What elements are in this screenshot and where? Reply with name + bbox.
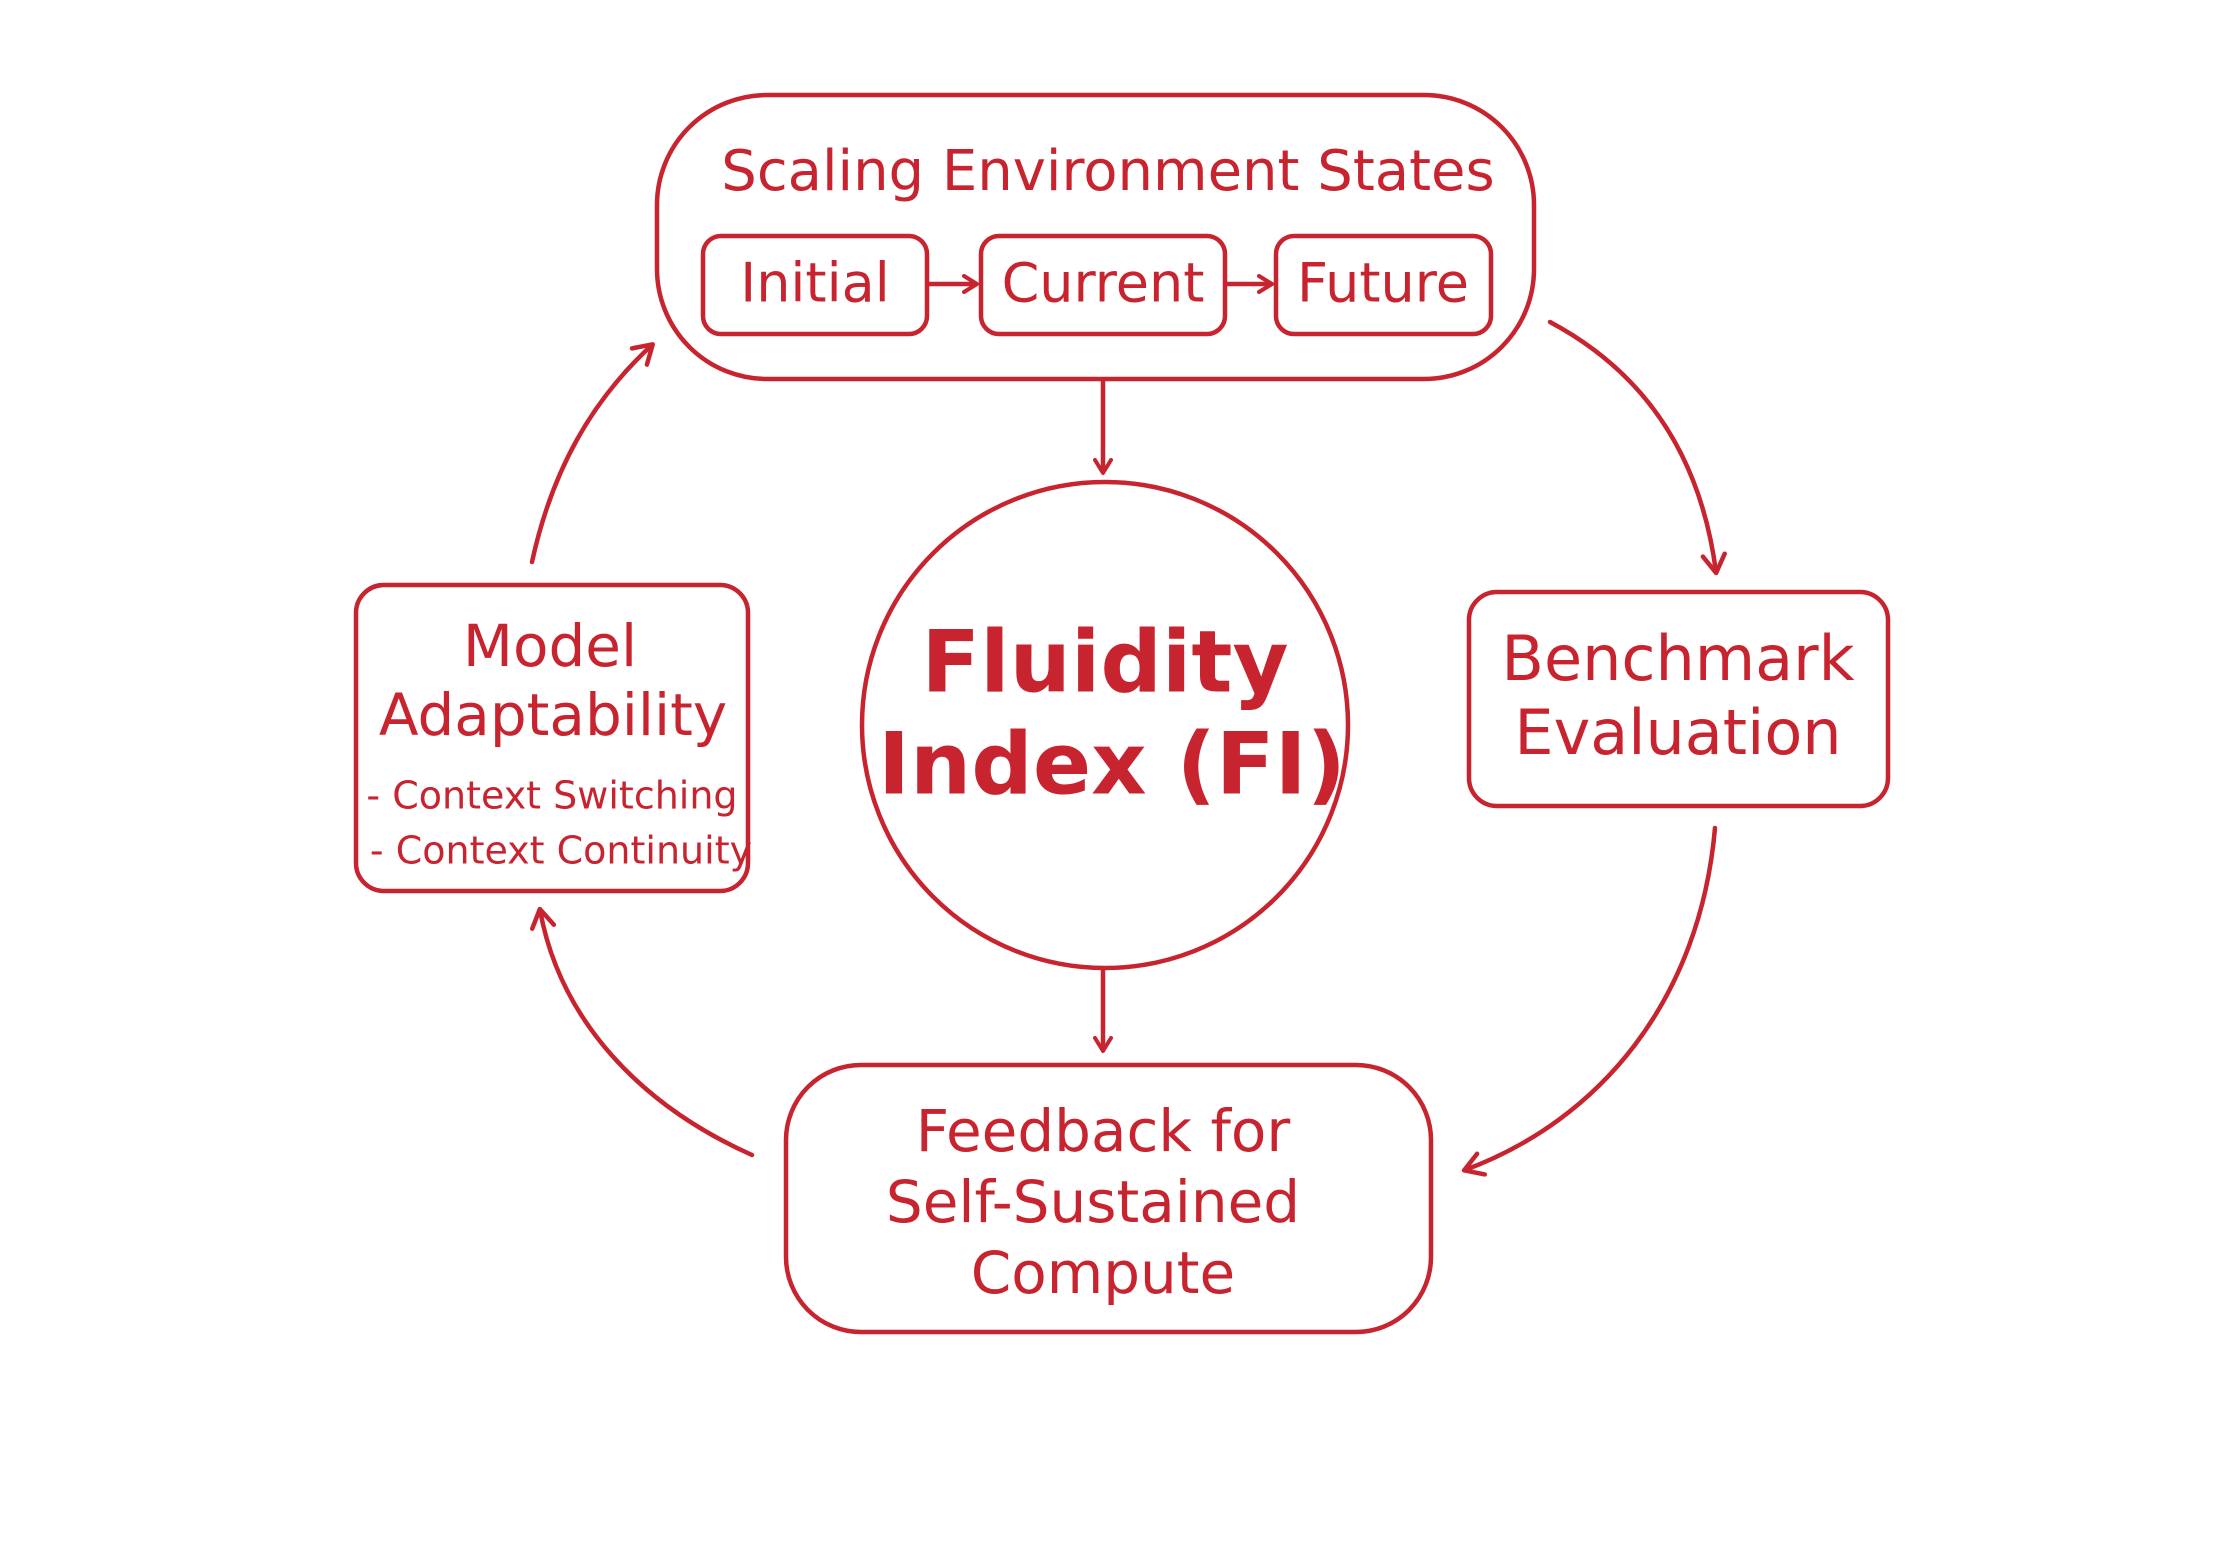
scaling-environment-node: Scaling Environment States Initial Curre… [654,92,1537,382]
state-future-label: Future [1297,252,1469,315]
scaling-environment-box [654,92,1537,382]
feedback-line-2: Self-Sustained [886,1168,1300,1236]
fluidity-index-circle [859,479,1351,971]
feedback-line-3: Compute [971,1239,1235,1307]
benchmark-evaluation-line-1: Benchmark [1501,622,1854,695]
model-adaptability-item-1: - Context Switching [366,774,737,818]
model-adaptability-line-2: Adaptability [379,681,727,749]
feedback-box [783,1062,1434,1335]
benchmark-evaluation-box [1466,589,1891,809]
benchmark-evaluation-node: Benchmark Evaluation [1466,589,1891,809]
state-future: Future [1273,233,1494,337]
model-adaptability-line-1: Model [463,612,637,680]
feedback-line-1: Feedback for [916,1097,1291,1165]
adaptability-to-scaling-arrow [529,342,655,565]
fluidity-index-line-2: Index (FI) [878,714,1346,814]
state-current: Current [978,233,1228,337]
state-future-box [1273,233,1494,337]
model-adaptability-node: Model Adaptability - Context Switching -… [353,582,752,894]
state-initial: Initial [700,233,930,337]
fluidity-index-line-1: Fluidity [921,612,1288,712]
state-current-label: Current [1002,252,1205,315]
scaling-to-benchmark-arrow [1547,319,1727,576]
model-adaptability-item-2: - Context Continuity [370,829,752,873]
benchmark-evaluation-line-2: Evaluation [1514,696,1841,769]
state-initial-label: Initial [740,252,889,315]
feedback-to-adaptability-arrow [529,906,755,1158]
model-adaptability-box [353,582,751,894]
scaling-environment-title: Scaling Environment States [721,139,1494,204]
benchmark-to-feedback-arrow [1461,825,1718,1177]
fluidity-index-node: Fluidity Index (FI) [859,479,1351,971]
feedback-node: Feedback for Self-Sustained Compute [783,1062,1434,1335]
